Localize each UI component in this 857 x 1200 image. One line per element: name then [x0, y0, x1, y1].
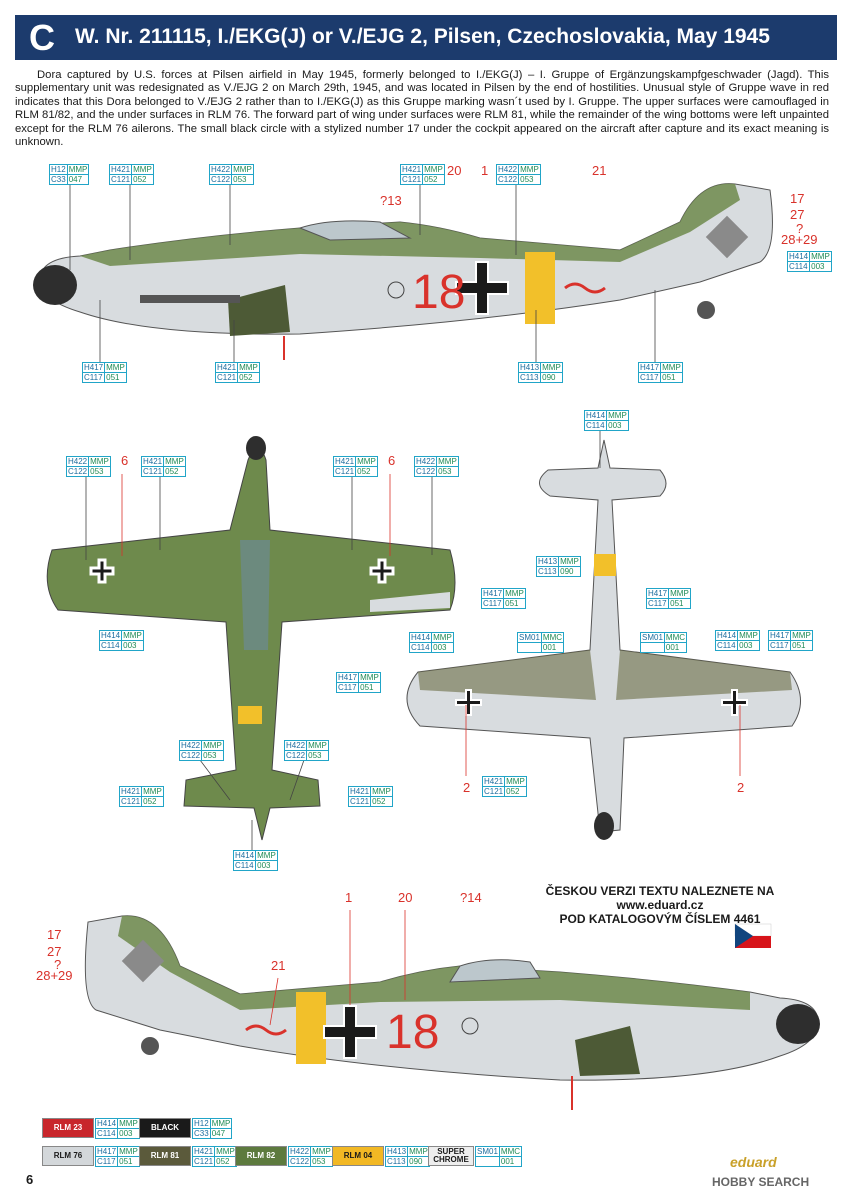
stencil-number: 28+29: [36, 968, 73, 983]
stencil-number: 2: [463, 780, 471, 795]
scheme-description: Dora captured by U.S. forces at Pilsen a…: [15, 69, 829, 149]
scheme-title: W. Nr. 211115, I./EKG(J) or V./EJG 2, Pi…: [75, 25, 770, 48]
color-swatch: BLACK: [139, 1118, 191, 1138]
color-swatch: SUPER CHROME: [428, 1146, 474, 1166]
color-swatch: RLM 82: [235, 1146, 287, 1166]
stencil-number: 1: [481, 163, 489, 178]
stencil-number: 20: [447, 163, 462, 178]
stencil-number: 20: [398, 890, 413, 905]
stencil-number: 28+29: [781, 232, 818, 247]
stencil-number: 27: [47, 944, 62, 959]
side-number-left: 18: [412, 266, 465, 319]
stencil-number: 27: [790, 207, 805, 222]
czech-version-note: ČESKOU VERZI TEXTU NALEZNETE NA www.edua…: [520, 884, 800, 926]
color-swatch: RLM 23: [42, 1118, 94, 1138]
scheme-letter: C: [29, 17, 55, 58]
plan-bottom-view: [406, 439, 801, 840]
czech-flag: [734, 923, 772, 948]
profile-left-side: 18: [33, 183, 773, 360]
stencil-number: 17: [790, 191, 805, 206]
stencil-number: ?: [54, 957, 62, 972]
brand-logo: eduard: [730, 1154, 777, 1170]
watermark: HOBBY SEARCH: [712, 1175, 810, 1189]
stencil-number: 2: [737, 780, 745, 795]
stencil-number: 6: [388, 453, 396, 468]
stencil-number: ?: [796, 221, 804, 236]
stencil-number: 1: [345, 890, 353, 905]
page-number: 6: [26, 1172, 34, 1187]
stencil-number: ?14: [460, 890, 482, 905]
plan-top-view: [46, 436, 456, 841]
profile-right-side: 18: [84, 915, 820, 1110]
title-banner: C W. Nr. 211115, I./EKG(J) or V./EJG 2, …: [15, 15, 837, 60]
stencil-number: 21: [271, 958, 286, 973]
color-swatch: RLM 04: [332, 1146, 384, 1166]
leader-lines: [69, 184, 741, 1026]
side-number-right: 18: [386, 1006, 439, 1059]
color-swatch: RLM 76: [42, 1146, 94, 1166]
color-swatch: RLM 81: [139, 1146, 191, 1166]
stencil-number: 6: [121, 453, 129, 468]
eduard-link[interactable]: www.eduard.cz: [616, 898, 704, 912]
stencil-number: 17: [47, 927, 62, 942]
stencil-number: ?13: [380, 193, 402, 208]
stencil-number: 21: [592, 163, 607, 178]
